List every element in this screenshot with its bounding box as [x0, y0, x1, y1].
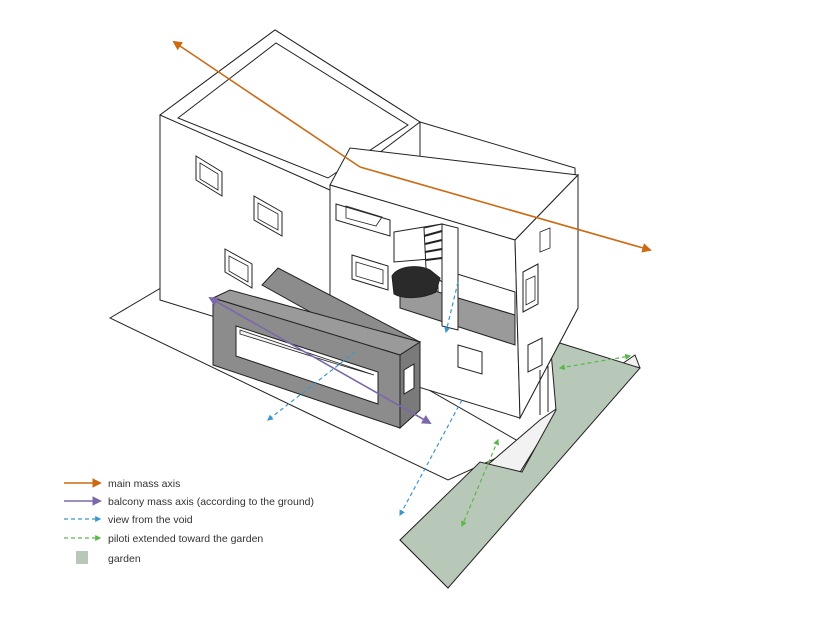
- view-arrow-1: [267, 351, 356, 421]
- legend-label-garden: garden: [108, 553, 141, 565]
- view-arrow-2: [444, 281, 459, 334]
- piloti-arrow-2: [558, 353, 632, 371]
- legend: main mass axis balcony mass axis (accord…: [64, 478, 314, 565]
- piloti-arrow-1: [461, 438, 499, 528]
- legend-label-view: view from the void: [108, 514, 193, 526]
- legend-label-main-axis: main mass axis: [108, 478, 180, 490]
- legend-label-balcony-axis: balcony mass axis (according to the grou…: [108, 496, 314, 508]
- main-mass-axis-arrow-back: [172, 40, 361, 168]
- legend-label-piloti: piloti extended toward the garden: [108, 533, 263, 545]
- left-block-windows: [195, 155, 283, 289]
- view-arrow-3: [399, 399, 463, 517]
- main-mass-axis-arrow: [359, 166, 652, 253]
- legend-swatch-garden: [76, 551, 88, 564]
- balcony-mass-axis-arrow: [208, 297, 432, 424]
- spiral-stair: [391, 223, 443, 299]
